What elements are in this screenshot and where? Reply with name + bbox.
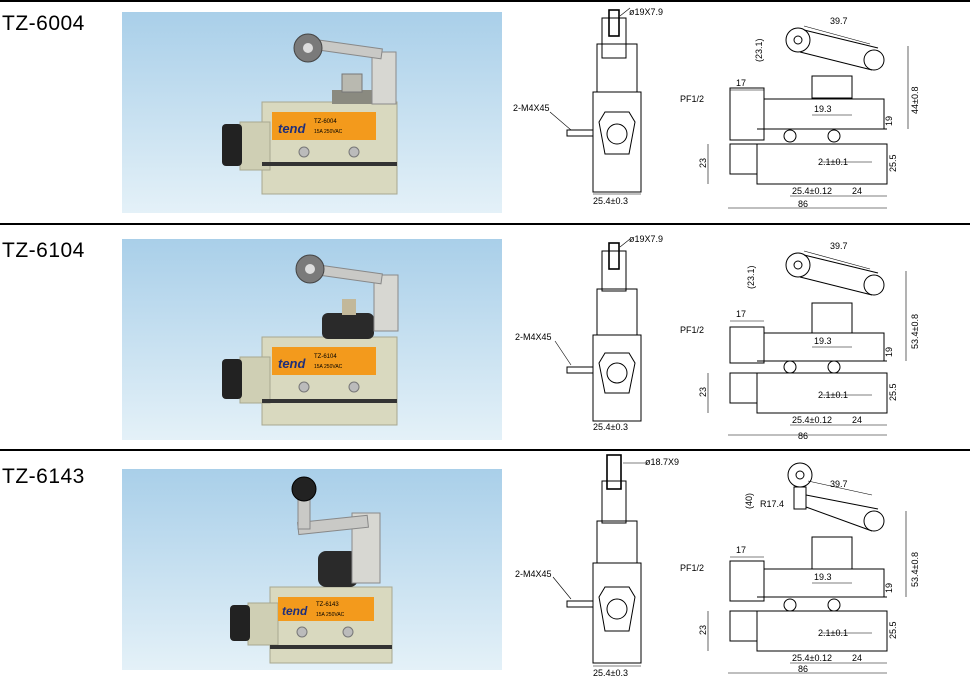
front-view-drawing: ø18.7X9 2-M4X45 25.4±0.3	[515, 454, 679, 678]
dim-total-length: 86	[798, 664, 808, 674]
dim-offset: 2.1±0.1	[818, 628, 848, 638]
product-photo: tend TZ-6104 15A 250VAC	[122, 239, 502, 440]
dim-conduit: 17	[736, 78, 746, 88]
front-thread: 2-M4X45	[513, 103, 550, 113]
dim-total-height: 53.4±0.8	[910, 552, 920, 587]
dim-head-height: 19	[884, 347, 894, 357]
model-title: TZ-6104	[2, 239, 85, 262]
product-photo: tend TZ-6143 15A 250VAC	[122, 469, 502, 670]
dim-radius: R17.4	[760, 499, 784, 509]
dim-base-height: 23	[698, 158, 708, 168]
dim-offset: 2.1±0.1	[818, 390, 848, 400]
dim-body-height: 25.5	[888, 154, 898, 172]
label-brand: tend	[278, 356, 307, 371]
screw-icon	[298, 381, 310, 393]
screw-icon	[298, 146, 310, 158]
dim-end: 24	[852, 653, 862, 663]
dim-lever-length: 39.7	[830, 479, 848, 489]
screw-icon	[348, 146, 360, 158]
dim-hole-pitch: 25.4±0.12	[792, 415, 832, 425]
dim-plunger: 19.3	[814, 336, 832, 346]
label-model: TZ-6143	[316, 602, 339, 608]
dim-plunger: 19.3	[814, 572, 832, 582]
front-diameter: ø19X7.9	[629, 7, 663, 17]
front-width: 25.4±0.3	[593, 668, 628, 678]
dim-pf: PF1/2	[680, 325, 704, 335]
dim-total-length: 86	[798, 199, 808, 209]
label-model: TZ-6004	[314, 119, 337, 125]
dim-lever-length: 39.7	[830, 241, 848, 251]
label-model: TZ-6104	[314, 354, 337, 360]
front-view-drawing: ø19X7.9 2-M4X45 25.4±0.3	[513, 7, 663, 206]
dim-base-height: 23	[698, 625, 708, 635]
label-brand: tend	[282, 604, 308, 618]
top-rule	[0, 0, 970, 2]
model-title: TZ-6004	[2, 12, 85, 35]
side-view-drawing: 39.7 (23.1) 17 PF1/2 19.3 44±0.8 19 23 2…	[680, 16, 920, 209]
side-view-drawing: 39.7 (40) R17.4 17 PF1/2 19.3 53.4±0.8 1…	[680, 462, 920, 674]
label-rating: 15A 250VAC	[316, 612, 345, 618]
dim-end: 24	[852, 186, 862, 196]
dim-conduit: 17	[736, 545, 746, 555]
dim-roller-height: (23.1)	[754, 38, 764, 62]
screw-icon	[296, 626, 308, 638]
product-row-3: TZ-6143 tend TZ-6143 15A 250VAC ø18	[0, 451, 970, 685]
dim-total-height: 53.4±0.8	[910, 314, 920, 349]
front-width: 25.4±0.3	[593, 196, 628, 206]
dim-offset: 2.1±0.1	[818, 157, 848, 167]
label-rating: 15A 250VAC	[314, 129, 343, 135]
screw-icon	[342, 626, 354, 638]
dim-lever-length: 39.7	[830, 16, 848, 26]
row-divider	[0, 449, 970, 451]
dim-roller-height: (40)	[744, 493, 754, 509]
front-width: 25.4±0.3	[593, 422, 628, 432]
product-photo: tend TZ-6004 15A 250VAC	[122, 12, 502, 213]
model-title: TZ-6143	[2, 465, 85, 488]
screw-icon	[348, 381, 360, 393]
dim-conduit: 17	[736, 309, 746, 319]
front-thread: 2-M4X45	[515, 569, 552, 579]
front-diameter: ø19X7.9	[629, 234, 663, 244]
front-diameter: ø18.7X9	[645, 457, 679, 467]
dim-body-height: 25.5	[888, 383, 898, 401]
side-view-drawing: 39.7 (23.1) 17 PF1/2 19.3 53.4±0.8 19 23…	[680, 241, 920, 441]
label-brand: tend	[278, 121, 307, 136]
product-row-1: TZ-6004 tend TZ-6004 15A 250VAC	[0, 2, 970, 224]
dim-total-height: 44±0.8	[910, 87, 920, 114]
front-thread: 2-M4X45	[515, 332, 552, 342]
product-row-2: TZ-6104 tend TZ-6104 15A 250VAC	[0, 225, 970, 449]
dim-plunger: 19.3	[814, 104, 832, 114]
dim-end: 24	[852, 415, 862, 425]
dim-head-height: 19	[884, 583, 894, 593]
label-rating: 15A 250VAC	[314, 364, 343, 370]
dim-hole-pitch: 25.4±0.12	[792, 186, 832, 196]
dim-hole-pitch: 25.4±0.12	[792, 653, 832, 663]
row-divider	[0, 223, 970, 225]
dim-head-height: 19	[884, 116, 894, 126]
dim-roller-height: (23.1)	[746, 265, 756, 289]
dim-pf: PF1/2	[680, 563, 704, 573]
dim-pf: PF1/2	[680, 94, 704, 104]
dim-total-length: 86	[798, 431, 808, 441]
dim-base-height: 23	[698, 387, 708, 397]
dim-body-height: 25.5	[888, 621, 898, 639]
front-view-drawing: ø19X7.9 2-M4X45 25.4±0.3	[515, 234, 663, 432]
